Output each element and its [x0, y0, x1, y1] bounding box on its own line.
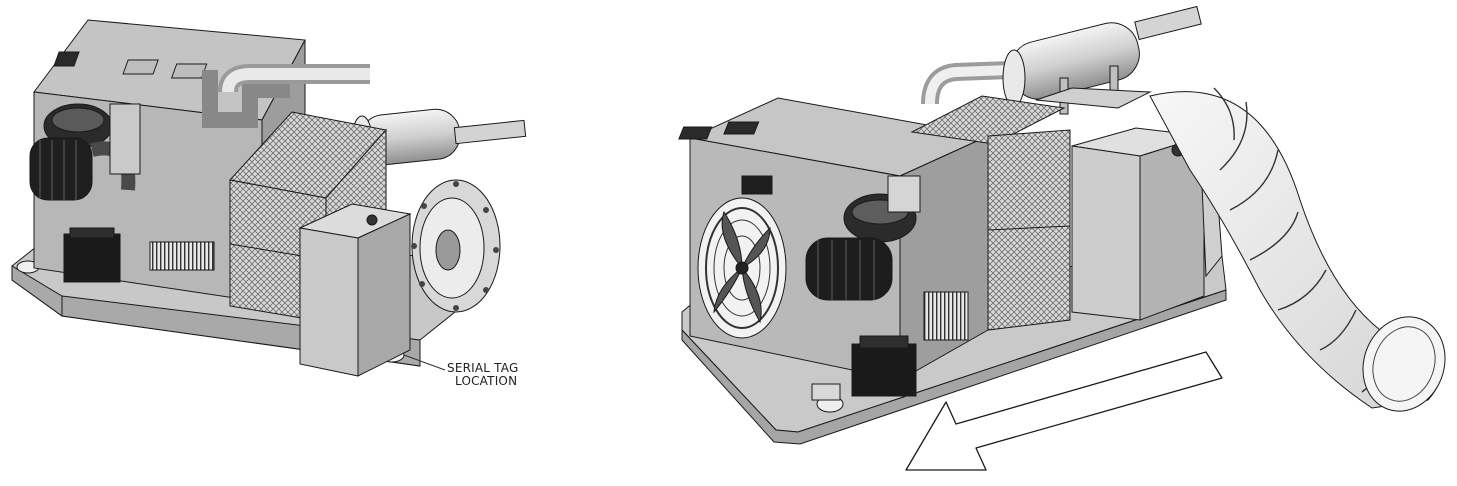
left-control-box-front [299, 227, 359, 377]
left-battery [63, 233, 121, 283]
right-radiator-top [910, 95, 1066, 145]
left-tailpipe [453, 119, 527, 145]
left-fill-cap [366, 214, 378, 226]
right-tailpipe [1134, 5, 1202, 41]
right-radiator-front [987, 129, 1071, 331]
left-control-box-side [357, 213, 411, 377]
right-control-box-front [1071, 145, 1141, 321]
right-generator [678, 5, 1446, 445]
serial-tag-callout: SERIAL TAG LOCATION [447, 362, 518, 388]
right-control-panel [741, 175, 773, 195]
left-intake-pipe [202, 70, 290, 128]
right-top-vent-1 [678, 126, 713, 140]
left-top-vent-1 [53, 51, 80, 67]
left-enclosure-vent [149, 241, 215, 271]
serial-tag-leader [403, 354, 446, 371]
right-air-cleaner-body [805, 237, 893, 301]
right-top-vent-2 [723, 121, 760, 135]
right-battery [851, 343, 917, 397]
airflow-direction-arrow [905, 351, 1223, 471]
right-nameplate [923, 291, 969, 341]
serial-tag-label-line2: LOCATION [455, 374, 518, 388]
left-generator [11, 19, 527, 377]
serial-tag-label-line1: SERIAL TAG [447, 361, 519, 375]
left-air-cleaner-body [29, 137, 93, 201]
